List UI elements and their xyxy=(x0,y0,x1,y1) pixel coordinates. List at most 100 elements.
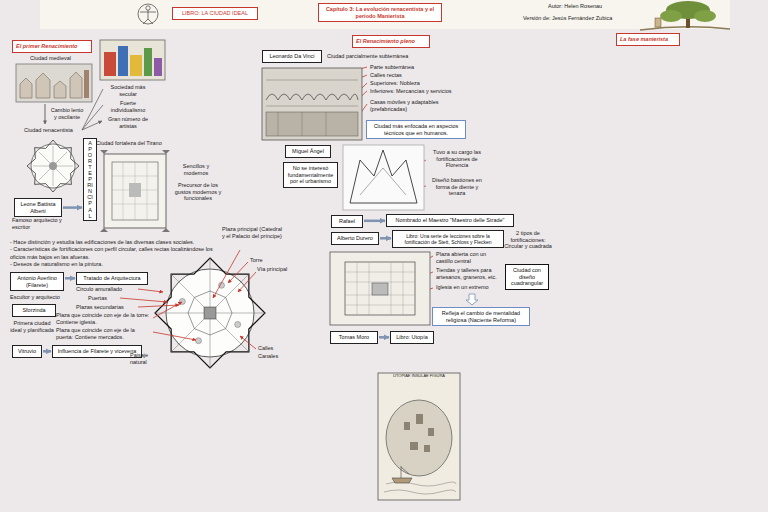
leader-line xyxy=(153,302,182,318)
note-box: Ciudad con diseño cuadrangular xyxy=(505,264,549,290)
node-text: No se interesó fundamentalmente por el u… xyxy=(287,165,334,185)
tree-icon xyxy=(640,1,730,30)
node-text: Antonio Averlino (Filarete) xyxy=(14,275,60,288)
secondary-square xyxy=(235,322,241,328)
secondary-square xyxy=(179,299,185,305)
underground-level xyxy=(266,112,358,136)
annotation-text: Tiendas y talleres para artesanos, grane… xyxy=(436,267,502,280)
annotation-text: Puertas xyxy=(88,295,118,302)
annotation-text: Famoso arquitecto y escritor xyxy=(12,217,68,230)
annotation-text: Tuvo a su cargo las fortificaciones de F… xyxy=(428,149,486,169)
leader-line xyxy=(138,289,163,292)
annotation-text: Inferiores: Mercancías y servicios xyxy=(370,88,470,95)
picture-lines xyxy=(266,80,358,136)
annotation-text: Sencillos y modernos xyxy=(176,163,216,176)
icon-head xyxy=(146,6,150,10)
sforzinda-plan xyxy=(155,258,265,368)
bastion-outline xyxy=(350,150,417,203)
annotation-text: Canales xyxy=(258,353,284,360)
book-title-box: LIBRO: LA CIUDAD IDEAL xyxy=(172,7,258,20)
author-box: Rafael xyxy=(331,215,363,228)
inner-wall xyxy=(112,162,158,220)
node-text: Capítulo 3: La evolución renacentista y … xyxy=(322,6,438,19)
node-text: Ciudad más enfocada en aspectos técnicos… xyxy=(370,123,462,136)
node-text: Alberto Durero xyxy=(335,235,375,242)
node-text: Refleja el cambio de mentalidad religios… xyxy=(436,310,526,323)
picture-frame xyxy=(100,40,165,80)
note-box: Libro: Utopía xyxy=(390,331,434,344)
connectors xyxy=(43,208,391,352)
building xyxy=(118,46,128,76)
annotation-text: Sociedad más secular xyxy=(106,84,150,97)
annotation-text: Calles rectas xyxy=(370,72,450,79)
node-text: Leone Battista Alberti xyxy=(18,201,58,214)
house-icon xyxy=(655,18,661,27)
icon-limbs xyxy=(140,10,156,24)
author-box: Tomas Moro xyxy=(330,331,378,344)
author-box: Alberto Durero xyxy=(331,232,379,245)
header-band xyxy=(40,0,730,29)
note-list: - Hace distinción y estudia las edificac… xyxy=(10,239,218,269)
bullet-note: - Deseos de naturalismo en la pintura. xyxy=(10,261,218,268)
author-box: Vitruvio xyxy=(12,345,42,358)
plan-circle xyxy=(31,144,75,188)
annotation-text: Gran número de artistas xyxy=(104,116,152,129)
annotation-text: Plaza que coincide con eje de la puerta:… xyxy=(56,327,150,340)
author-box: Miguel Ángel xyxy=(285,145,331,158)
picture-frame xyxy=(343,145,424,210)
renaissance-city-picture xyxy=(100,40,165,80)
tower xyxy=(84,70,89,98)
building xyxy=(104,52,116,76)
inner-ring xyxy=(188,291,232,335)
picture-frame xyxy=(378,373,460,500)
annotation-text: Autor: Helen Rosenau xyxy=(548,3,648,10)
utopia-picture xyxy=(378,373,460,500)
annotation-text: Plaza que coincide con eje de la torre: … xyxy=(56,312,150,325)
connector-arrow xyxy=(364,220,385,223)
annotation-text: Calles xyxy=(258,345,282,352)
node-text: LIBRO: LA CIUDAD IDEAL xyxy=(176,10,254,17)
picture-frame xyxy=(330,252,430,325)
node-text: APORTE PRINCIPAL xyxy=(87,140,93,219)
towns xyxy=(404,414,434,452)
connector-arrow xyxy=(65,277,75,280)
section-header: La fase manierista xyxy=(616,33,680,46)
node-text: Rafael xyxy=(335,218,359,225)
bullet-note: - Hace distinción y estudia las edificac… xyxy=(10,239,218,246)
author-box: Leonardo Da Vinci xyxy=(262,50,322,63)
radial-streets xyxy=(155,258,265,368)
main-square xyxy=(204,307,216,319)
note-box: Tratado de Arquitectura xyxy=(76,272,148,285)
leonardo-city-picture xyxy=(262,68,362,140)
arcade xyxy=(266,94,358,100)
annotation-text: Ciudad fortaleza del Tirano xyxy=(96,140,176,147)
connector-arrow xyxy=(63,206,82,209)
leader-line xyxy=(153,332,196,340)
annotation-text: Plaza principal (Catedral y el Palacio d… xyxy=(220,226,284,239)
annotation-text: Ciudad parcialmente subterránea xyxy=(327,53,427,60)
leader-line xyxy=(213,250,240,298)
note-box: No se interesó fundamentalmente por el u… xyxy=(283,162,338,188)
michelangelo-bastion-picture xyxy=(343,145,424,210)
plan-square xyxy=(49,162,57,170)
building xyxy=(130,55,142,76)
central-square xyxy=(129,183,141,197)
annotation-text: Diseñó bastiones en forma de diente y te… xyxy=(428,177,486,197)
flow-arrow xyxy=(45,104,46,124)
annotation-text: Superiores: Nobleza xyxy=(370,80,450,87)
author-box: Antonio Averlino (Filarete) xyxy=(10,272,64,291)
node-text: Ciudad con diseño cuadrangular xyxy=(509,267,545,287)
leader-line xyxy=(120,298,167,302)
building xyxy=(144,48,152,76)
annotation-text: Escultor y arquitecto xyxy=(10,294,70,301)
plan-star xyxy=(27,140,79,192)
connector-arrow xyxy=(379,336,389,339)
picture-frame xyxy=(16,64,92,102)
bastions xyxy=(100,150,170,232)
castle xyxy=(372,283,388,295)
figure-icon xyxy=(138,4,158,24)
node-text: Influencia de Filarete y vicevena xyxy=(56,348,138,355)
section-header: El Renacimiento pleno xyxy=(352,35,430,48)
annotation-text: Primera ciudad ideal y planificada xyxy=(10,320,54,333)
